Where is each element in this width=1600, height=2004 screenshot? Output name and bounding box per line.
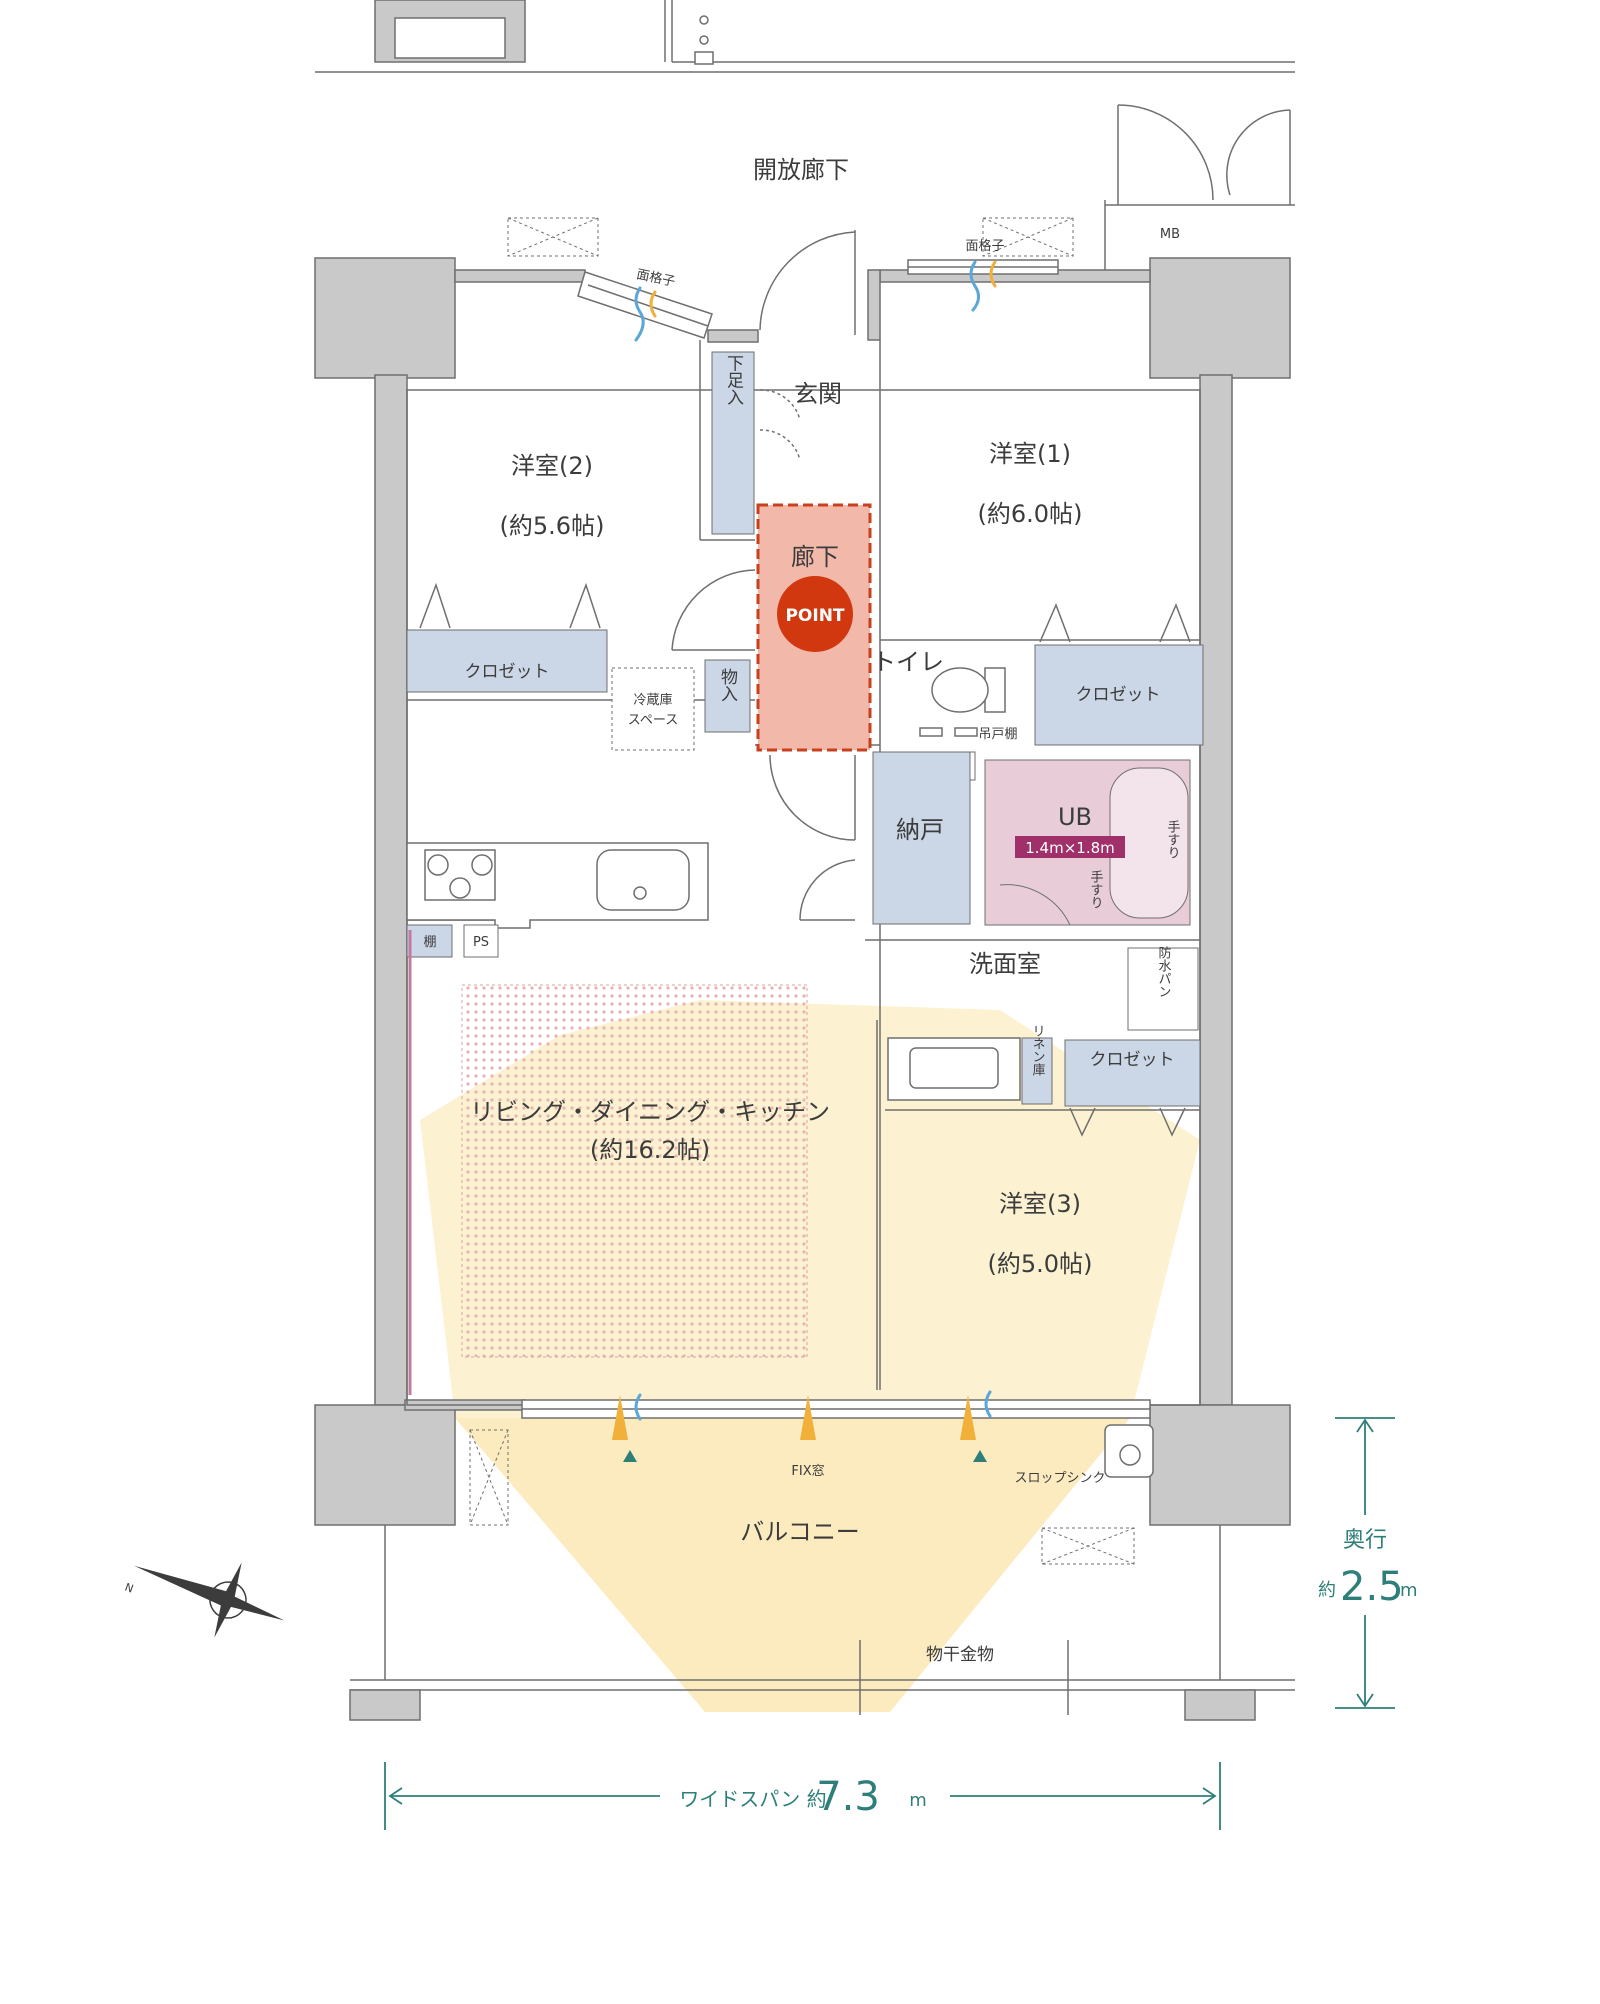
slop-sink — [1104, 1424, 1154, 1478]
closet-room3-doors — [1069, 1107, 1186, 1137]
fridge-label-1: 冷蔵庫 — [633, 693, 672, 708]
closet-room3-label: クロゼット — [1090, 1050, 1175, 1070]
room3-name: 洋室(3) — [999, 1190, 1081, 1218]
span-unit: m — [909, 1790, 927, 1811]
washroom-label: 洗面室 — [969, 950, 1041, 978]
room3-size: (約5.0帖) — [988, 1250, 1093, 1278]
depth-prefix: 約 — [1318, 1580, 1336, 1601]
closet-room2 — [406, 629, 608, 693]
nando-doors — [769, 754, 856, 921]
ub-size-badge — [1015, 836, 1125, 858]
ldk-size: (約16.2帖) — [590, 1136, 710, 1164]
kitchen-shelf — [406, 924, 453, 958]
ub-door — [999, 884, 1071, 926]
balcony-label: バルコニー — [740, 1518, 860, 1546]
storage-mono — [704, 659, 751, 733]
slop-sink-label: スロップシンク — [1014, 1471, 1105, 1486]
ldk-name: リビング・ダイニング・キッチン — [470, 1098, 830, 1126]
balcony-railing — [349, 1525, 1295, 1721]
linen-label: リネン庫 — [1030, 1024, 1046, 1076]
closet-room2-doors — [419, 582, 601, 629]
shelf-label: 棚 — [423, 935, 436, 950]
kitchen-counter — [406, 842, 709, 929]
nando-storage — [872, 751, 971, 925]
span-dimension — [384, 1762, 1221, 1830]
span-label: ワイドスパン 約 — [679, 1787, 826, 1811]
depth-unit: m — [1400, 1580, 1418, 1601]
ps-kitchen — [463, 924, 499, 958]
closet-room3 — [1064, 1039, 1201, 1107]
shoe-storage — [711, 351, 755, 535]
nando-label: 納戸 — [896, 816, 944, 844]
room2-size: (約5.6帖) — [500, 512, 605, 540]
depth-label: 奥行 — [1343, 1528, 1387, 1553]
compass-north-label: N — [123, 1581, 135, 1596]
room2-door — [671, 569, 756, 651]
toilet-fixture — [919, 667, 1006, 737]
linen-storage — [1021, 1037, 1053, 1105]
bottom-ventilation — [634, 1390, 992, 1421]
hatched-boxes — [469, 217, 1135, 1565]
fridge-space — [611, 667, 695, 751]
handrail-b: 手すり — [1088, 870, 1104, 909]
entrance-door — [759, 230, 856, 461]
washbasin — [887, 1037, 1021, 1101]
point-badge-label: POINT — [785, 606, 844, 626]
room1-size: (約6.0帖) — [978, 500, 1083, 528]
closet-room1-label: クロゼット — [1076, 685, 1161, 705]
lattice-label-right: 面格子 — [965, 238, 1004, 254]
storage-mono-label: 物入 — [717, 668, 738, 702]
toilet-label: トイレ — [872, 648, 944, 676]
exterior-walls — [314, 257, 1291, 1526]
lattice-label-left: 面格子 — [635, 266, 676, 290]
shoe-storage-label: 下足入 — [723, 355, 744, 406]
point-badge — [777, 576, 853, 652]
compass-icon — [134, 1562, 285, 1638]
lattice-window-right — [907, 259, 1059, 275]
light-fan-balcony — [455, 1418, 1130, 1712]
ub-size: 1.4m×1.8m — [1025, 839, 1115, 857]
closet-room1-doors — [1039, 603, 1191, 643]
mb-label: MB — [1160, 227, 1180, 242]
hanging-shelf-label: 吊戸棚 — [978, 727, 1017, 742]
room1-name: 洋室(1) — [989, 440, 1071, 468]
span-value: 7.3 — [816, 1774, 880, 1820]
fridge-label-2: スペース — [628, 713, 678, 728]
clothes-hardware-label: 物干金物 — [926, 1645, 994, 1665]
top-neighbour-structure — [315, 0, 1295, 73]
ub-label: UB — [1058, 803, 1092, 831]
ldk-dotted-area — [461, 984, 808, 1358]
waterproof-pan-label: 防水パン — [1156, 945, 1172, 998]
closet-room1 — [1034, 644, 1204, 746]
waterproof-pan — [1127, 947, 1199, 1031]
closet-room2-label: クロゼット — [465, 662, 550, 682]
handrail-a: 手すり — [1165, 820, 1181, 859]
corridor-doors — [1104, 104, 1295, 275]
fix-window-label: FIX窓 — [791, 1463, 824, 1479]
ps-kitchen-label: PS — [473, 935, 489, 950]
entrance-label: 玄関 — [794, 380, 842, 408]
balcony-windows — [521, 1399, 1151, 1419]
ventilation-arrows — [634, 260, 997, 342]
lattice-window-left — [577, 271, 713, 339]
depth-dimension — [1335, 1417, 1395, 1709]
fix-window-markers — [612, 1395, 987, 1462]
corridor-label: 開放廊下 — [753, 156, 849, 184]
room2-name: 洋室(2) — [511, 452, 593, 480]
depth-value: 2.5 — [1340, 1564, 1404, 1610]
hallway-label: 廊下 — [791, 543, 839, 571]
